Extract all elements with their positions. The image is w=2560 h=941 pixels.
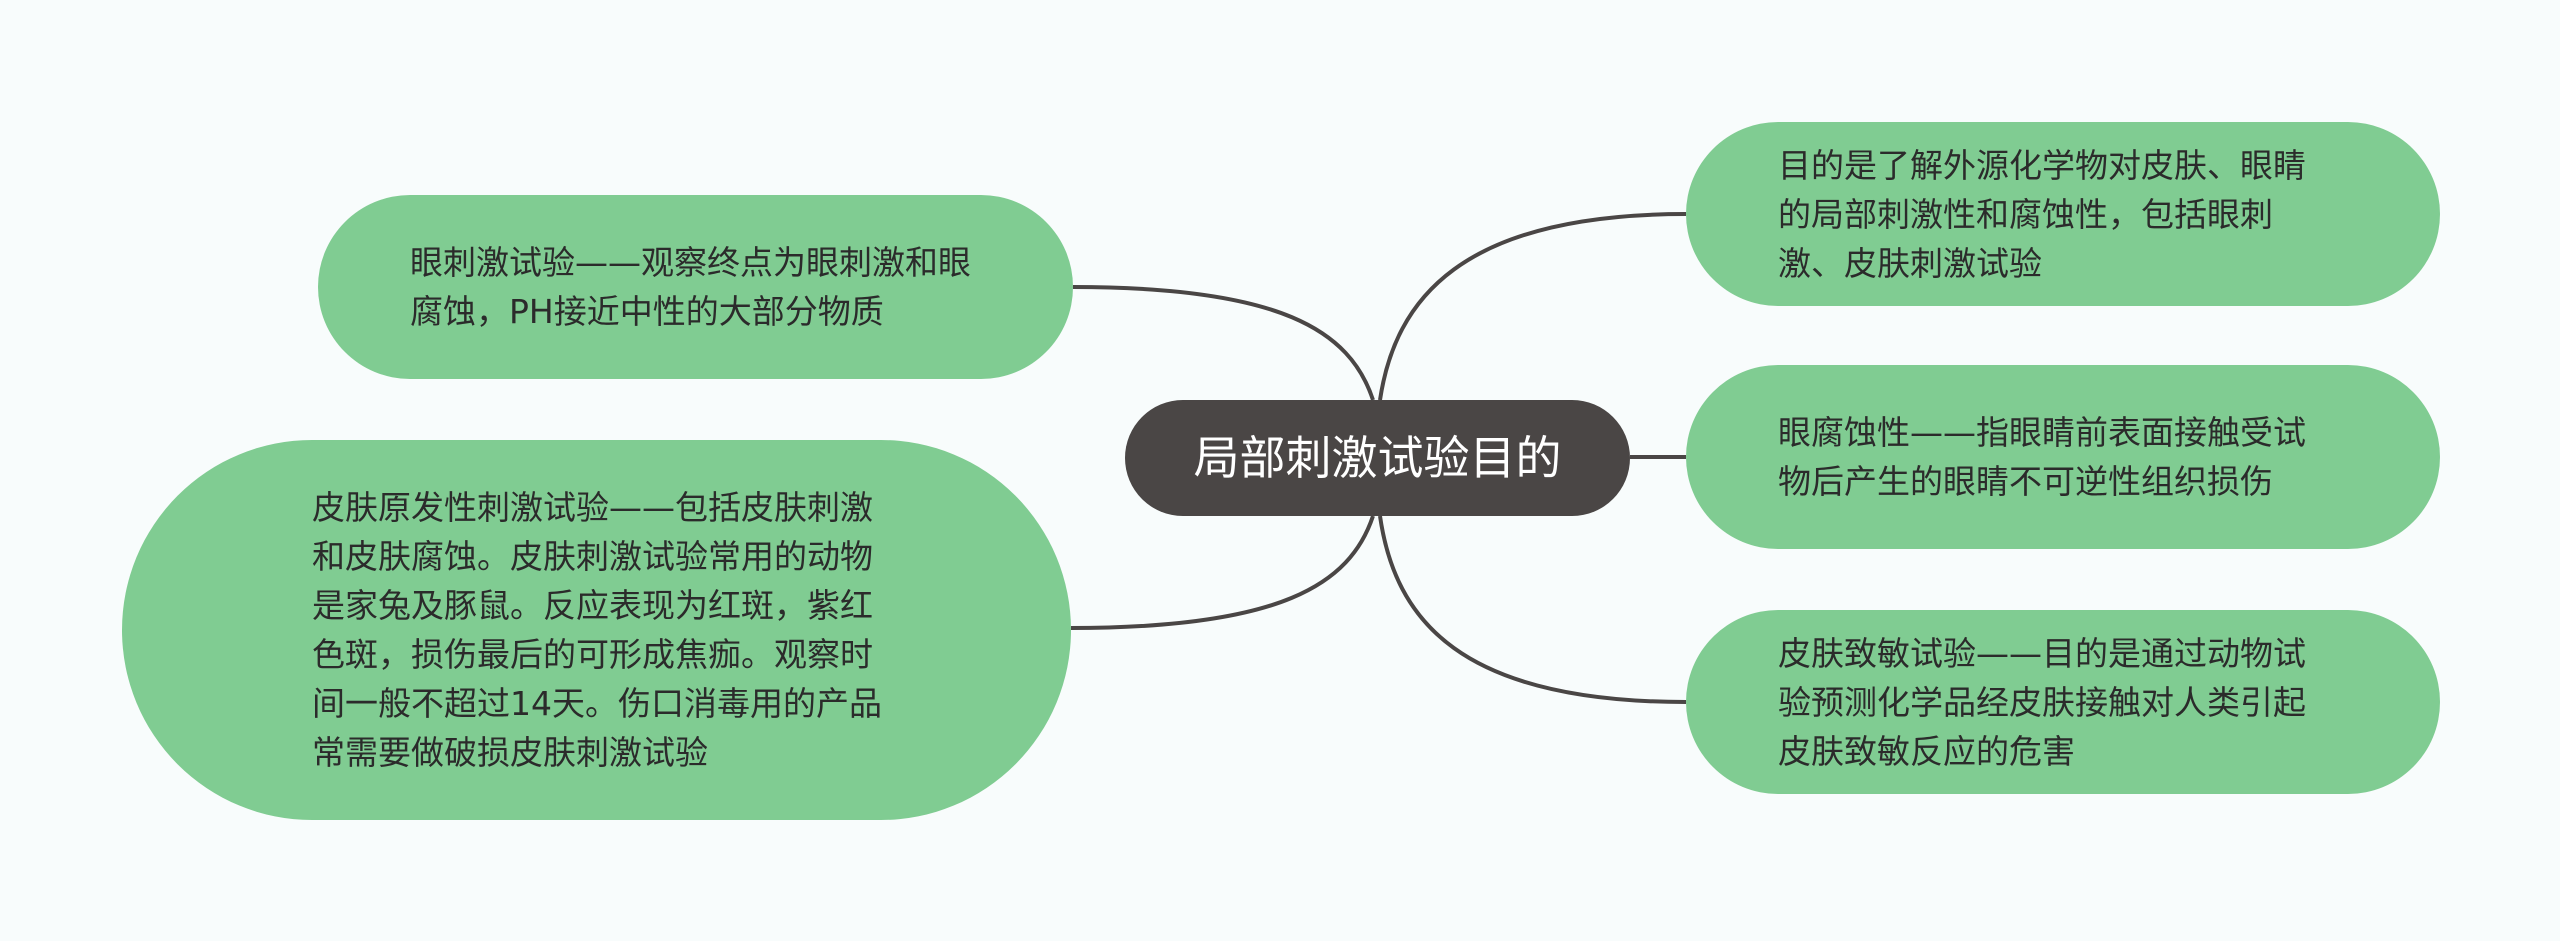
topic-text: 眼腐蚀性——指眼睛前表面接触受试物后产生的眼睛不可逆性组织损伤 (1778, 413, 2306, 501)
connector-root-to-sensitization (1378, 515, 1687, 704)
topic-text: 皮肤致敏试验——目的是通过动物试验预测化学品经皮肤接触对人类引起皮肤致敏反应的危… (1778, 633, 2306, 771)
topic-text: 目的是了解外源化学物对皮肤、眼睛的局部刺激性和腐蚀性，包括眼刺激、皮肤刺激试验 (1778, 145, 2306, 283)
root-topic-label: 局部刺激试验目的 (1193, 430, 1562, 485)
connector-root-to-skin-primary (1070, 515, 1375, 630)
topic-text: 眼刺激试验——观察终点为眼刺激和眼腐蚀，PH接近中性的大部分物质 (410, 243, 971, 331)
connector-root-to-purpose (1378, 212, 1687, 401)
topic-skin-sensitization-test[interactable]: 皮肤致敏试验——目的是通过动物试验预测化学品经皮肤接触对人类引起皮肤致敏反应的危… (1686, 610, 2440, 794)
topic-skin-primary-irritation-test[interactable]: 皮肤原发性刺激试验——包括皮肤刺激和皮肤腐蚀。皮肤刺激试验常用的动物是家兔及豚鼠… (122, 440, 1071, 820)
connector-root-to-eye-irritation (1072, 285, 1375, 401)
topic-text: 皮肤原发性刺激试验——包括皮肤刺激和皮肤腐蚀。皮肤刺激试验常用的动物是家兔及豚鼠… (312, 488, 882, 772)
topic-eye-irritation-test[interactable]: 眼刺激试验——观察终点为眼刺激和眼腐蚀，PH接近中性的大部分物质 (318, 195, 1073, 379)
root-topic[interactable]: 局部刺激试验目的 (1125, 400, 1630, 516)
topic-purpose[interactable]: 目的是了解外源化学物对皮肤、眼睛的局部刺激性和腐蚀性，包括眼刺激、皮肤刺激试验 (1686, 122, 2440, 306)
topic-eye-corrosion[interactable]: 眼腐蚀性——指眼睛前表面接触受试物后产生的眼睛不可逆性组织损伤 (1686, 365, 2440, 549)
